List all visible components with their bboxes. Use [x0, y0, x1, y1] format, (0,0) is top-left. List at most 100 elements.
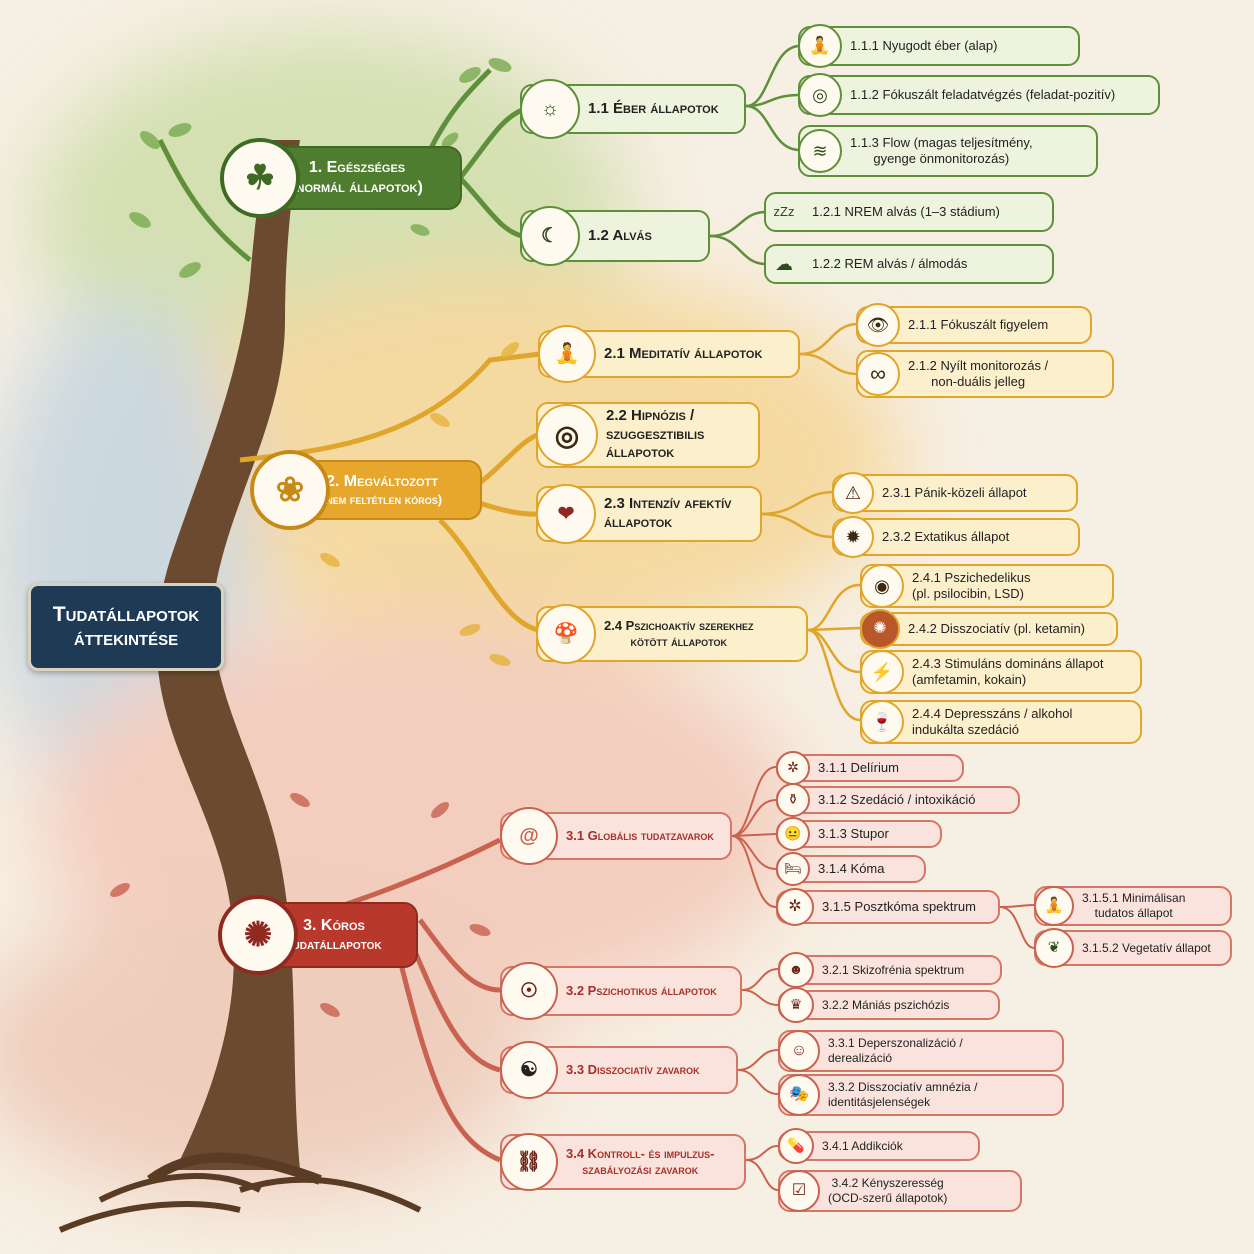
node-2-4-1-label: 2.4.1 Pszichedelikus (pl. psilocibin, LS… — [912, 569, 1031, 601]
node-1-2[interactable]: ☾ 1.2 Alvás — [520, 206, 710, 266]
group-healthy[interactable]: ☘ 1. Egészséges (normál állapotok) — [220, 138, 462, 218]
node-3-1[interactable]: @ 3.1 Globális tudatzavarok — [500, 807, 732, 865]
node-1-1-1-label: 1.1.1 Nyugodt éber (alap) — [850, 37, 998, 53]
node-3-1-5-2[interactable]: ❦ 3.1.5.2 Vegetatív állapot — [1034, 928, 1232, 968]
node-1-2-label: 1.2 Alvás — [588, 226, 652, 244]
node-1-2-1[interactable]: zZz 1.2.1 NREM alvás (1–3 stádium) — [764, 192, 1054, 232]
group-pathological[interactable]: ✺ 3. Kóros tudatállapotok — [218, 895, 418, 975]
node-2-3-2-label: 2.3.2 Extatikus állapot — [882, 528, 1010, 544]
node-2-3-2[interactable]: ✹ 2.3.2 Extatikus állapot — [832, 516, 1080, 558]
node-3-2-2-label: 3.2.2 Mániás pszichózis — [822, 997, 950, 1012]
node-2-1-2-label: 2.1.2 Nyílt monitorozás / non-duális jel… — [908, 357, 1049, 389]
title-line-2: áttekintése — [73, 627, 179, 650]
node-2-4-3[interactable]: ⚡ 2.4.3 Stimuláns domináns állapot (amfe… — [860, 650, 1142, 694]
starburst-icon: ✹ — [832, 516, 874, 558]
group-altered-line1: 2. Megváltozott — [326, 472, 438, 490]
node-2-2[interactable]: ◎ 2.2 Hipnózis / szuggesztibilis állapot… — [536, 402, 760, 468]
node-2-4-1[interactable]: ◉ 2.4.1 Pszichedelikus (pl. psilocibin, … — [860, 564, 1114, 608]
node-2-2-label: 2.2 Hipnózis / szuggesztibilis állapotok — [606, 406, 705, 462]
node-1-2-2[interactable]: ☁ 1.2.2 REM alvás / álmodás — [764, 244, 1054, 284]
node-3-1-label: 3.1 Globális tudatzavarok — [566, 827, 714, 843]
node-3-4-label: 3.4 Kontroll- és impulzus- szabályozási … — [566, 1145, 715, 1177]
node-3-3[interactable]: ☯ 3.3 Disszociatív zavarok — [500, 1041, 738, 1099]
node-3-1-1[interactable]: ✲ 3.1.1 Delírium — [776, 751, 964, 785]
group-pathological-line1: 3. Kóros — [303, 917, 365, 935]
group-healthy-line2: (normál állapotok) — [291, 179, 423, 196]
sun-icon: ☼ — [520, 79, 580, 139]
node-1-1[interactable]: ☼ 1.1 Éber állapotok — [520, 79, 746, 139]
person-icon: 🧘 — [1034, 886, 1074, 926]
node-3-4[interactable]: ⛓ 3.4 Kontroll- és impulzus- szabályozás… — [500, 1133, 746, 1191]
node-3-3-2[interactable]: 🎭 3.3.2 Disszociatív amnézia / identitás… — [778, 1074, 1064, 1116]
node-2-4-4[interactable]: 🍷 2.4.4 Depresszáns / alkohol indukálta … — [860, 700, 1142, 744]
node-3-1-5-1[interactable]: 🧘 3.1.5.1 Minimálisan tudatos állapot — [1034, 886, 1232, 926]
meditation-icon: 🧘 — [798, 24, 842, 68]
node-3-3-2-label: 3.3.2 Disszociatív amnézia / identitásje… — [828, 1080, 978, 1109]
warning-icon: ⚠ — [832, 472, 874, 514]
bed-icon: 🛏 — [776, 852, 810, 886]
lightning-icon: ⚡ — [860, 650, 904, 694]
node-3-1-2[interactable]: ⚱ 3.1.2 Szedáció / intoxikáció — [776, 783, 1020, 817]
node-1-2-1-label: 1.2.1 NREM alvás (1–3 stádium) — [812, 203, 1000, 219]
head-outline-icon: ☺ — [778, 1030, 820, 1072]
node-1-2-2-label: 1.2.2 REM alvás / álmodás — [812, 255, 968, 271]
moon-icon: ☾ — [520, 206, 580, 266]
node-3-3-1[interactable]: ☺ 3.3.1 Deperszonalizáció / derealizáció — [778, 1030, 1064, 1072]
pill-icon: 💊 — [778, 1128, 814, 1164]
node-2-4-2[interactable]: ✺ 2.4.2 Disszociatív (pl. ketamin) — [860, 609, 1118, 649]
node-3-1-4-label: 3.1.4 Kóma — [818, 860, 885, 876]
tangle-icon: ✲ — [776, 888, 814, 926]
cloud-icon: ☁ — [775, 253, 793, 274]
group-pathological-line2: tudatállapotok — [286, 936, 382, 953]
node-1-1-1[interactable]: 🧘 1.1.1 Nyugodt éber (alap) — [798, 24, 1080, 68]
node-3-3-1-label: 3.3.1 Deperszonalizáció / derealizáció — [828, 1036, 963, 1065]
broken-chain-icon: ⛓ — [500, 1133, 558, 1191]
node-3-4-1[interactable]: 💊 3.4.1 Addikciók — [778, 1128, 980, 1164]
node-2-4-2-label: 2.4.2 Disszociatív (pl. ketamin) — [908, 620, 1086, 636]
node-2-3-label: 2.3 Intenzív afektív állapotok — [604, 495, 732, 531]
wave-icon: ≋ — [798, 129, 842, 173]
node-2-4[interactable]: 🍄 2.4 Pszichoaktív szerekhez kötött álla… — [536, 604, 808, 664]
two-heads-icon: ☻ — [778, 952, 814, 988]
node-3-2-label: 3.2 Pszichotikus állapotok — [566, 982, 717, 998]
lotus-icon: ❀ — [250, 450, 330, 530]
brain-icon: ✺ — [218, 895, 298, 975]
node-3-2-1-label: 3.2.1 Skizofrénia spektrum — [822, 962, 965, 977]
mushroom-icon: 🍄 — [536, 604, 596, 664]
node-2-1[interactable]: 🧘 2.1 Meditatív állapotok — [538, 325, 800, 383]
checklist-icon: ☑ — [778, 1170, 820, 1212]
bottle-pills-icon: ⚱ — [776, 783, 810, 817]
node-3-1-3[interactable]: 😐 3.1.3 Stupor — [776, 817, 942, 851]
group-altered[interactable]: ❀ 2. Megváltozott (nem feltétlen kóros) — [250, 450, 482, 530]
node-2-1-1[interactable]: 👁 2.1.1 Fókuszált figyelem — [856, 303, 1092, 347]
node-2-4-4-label: 2.4.4 Depresszáns / alkohol indukálta sz… — [912, 705, 1073, 737]
zzz-icon: zZz — [773, 203, 795, 219]
head-leaf-icon: ☘ — [220, 138, 300, 218]
node-2-3[interactable]: ❤ 2.3 Intenzív afektív állapotok — [536, 484, 762, 544]
node-3-1-5[interactable]: ✲ 3.1.5 Posztkóma spektrum — [776, 888, 1000, 926]
brain-split-icon: ✺ — [860, 609, 900, 649]
wine-glass-icon: 🍷 — [860, 700, 904, 744]
tangle-icon: ✲ — [776, 751, 810, 785]
group-healthy-line1: 1. Egészséges — [308, 159, 406, 176]
crown-icon: ♛ — [778, 987, 814, 1023]
node-1-1-3[interactable]: ≋ 1.1.3 Flow (magas teljesítmény, gyenge… — [798, 125, 1098, 177]
node-2-1-2[interactable]: ∞ 2.1.2 Nyílt monitorozás / non-duális j… — [856, 350, 1114, 398]
group-altered-line2: (nem feltétlen kóros) — [321, 491, 443, 507]
eye-icon: 👁 — [856, 303, 900, 347]
node-1-1-2[interactable]: ◎ 1.1.2 Fókuszált feladatvégzés (feladat… — [798, 73, 1160, 117]
node-3-4-1-label: 3.4.1 Addikciók — [822, 1138, 903, 1153]
target-icon: ◎ — [798, 73, 842, 117]
node-3-2[interactable]: ☉ 3.2 Pszichotikus állapotok — [500, 962, 742, 1020]
split-face-icon: ☯ — [500, 1041, 558, 1099]
node-1-1-label: 1.1 Éber állapotok — [588, 99, 719, 117]
node-2-3-1[interactable]: ⚠ 2.3.1 Pánik-közeli állapot — [832, 472, 1078, 514]
node-3-4-2[interactable]: ☑ 3.4.2 Kényszeresség (OCD-szerű állapot… — [778, 1170, 1022, 1212]
spiral-icon: @ — [500, 807, 558, 865]
node-3-1-4[interactable]: 🛏 3.1.4 Kóma — [776, 852, 926, 886]
node-3-2-1[interactable]: ☻ 3.2.1 Skizofrénia spektrum — [778, 952, 1002, 988]
node-2-1-1-label: 2.1.1 Fókuszált figyelem — [908, 316, 1049, 332]
head-target-icon: ☉ — [500, 962, 558, 1020]
node-3-2-2[interactable]: ♛ 3.2.2 Mániás pszichózis — [778, 987, 1000, 1023]
leaf-icon: ❦ — [1034, 928, 1074, 968]
